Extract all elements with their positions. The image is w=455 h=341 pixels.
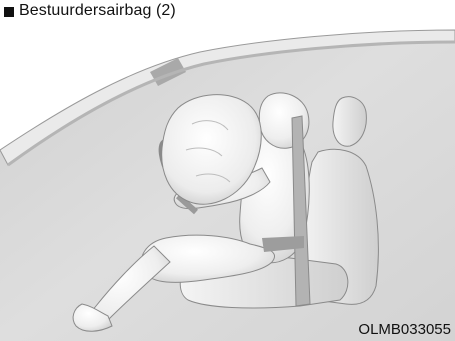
section-title-text: Bestuurdersairbag (2) (19, 2, 176, 20)
black-square-bullet-icon (4, 7, 14, 17)
section-title: Bestuurdersairbag (2) (4, 0, 176, 22)
figure-code: OLMB033055 (358, 321, 451, 339)
